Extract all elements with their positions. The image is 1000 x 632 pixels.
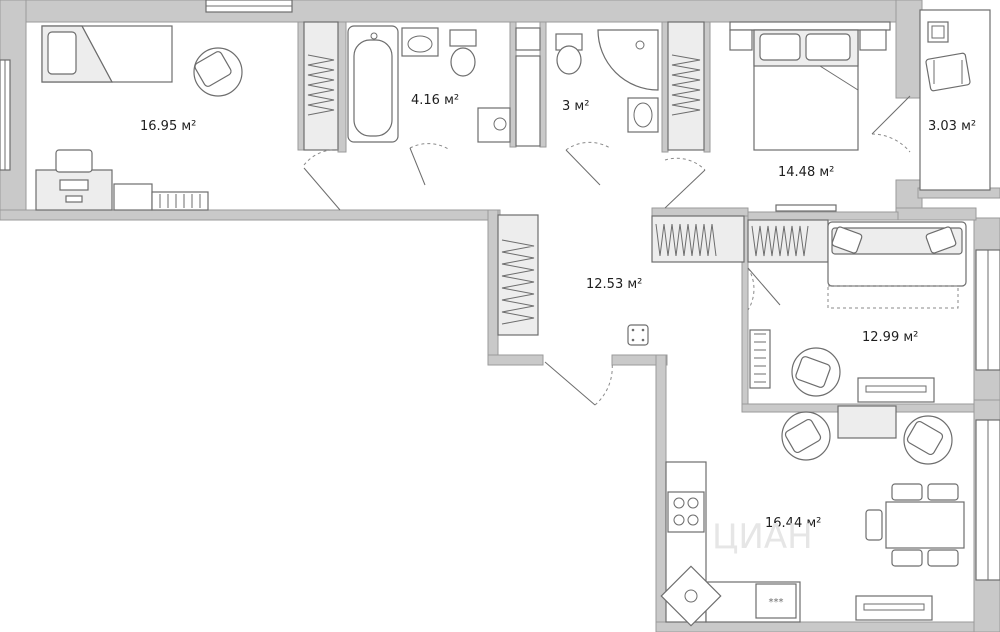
coffee-table-icon	[837, 405, 897, 439]
room-area-label: 4.16 м²	[411, 93, 459, 108]
room-living: 12.99 м²	[749, 221, 967, 403]
room-bedroom-left: 16.95 м²	[35, 25, 243, 211]
wardrobe-icon	[303, 21, 339, 151]
room-kitchen: *** 16.44 м² ЦИАН	[660, 405, 965, 627]
sink-icon	[401, 27, 439, 57]
room-area-label: 3 м²	[562, 99, 589, 114]
tv-icon	[775, 204, 837, 212]
toilet-icon	[555, 33, 583, 75]
bed-icon	[753, 29, 859, 151]
armchair-icon	[781, 411, 831, 461]
stove-icon	[667, 491, 705, 533]
armchair-icon	[193, 47, 243, 97]
room-area-label: 12.99 м²	[862, 330, 918, 345]
wardrobe-icon	[651, 215, 829, 263]
sink-icon	[660, 565, 722, 627]
armchair-icon	[791, 347, 841, 397]
watermark: ЦИАН	[712, 517, 813, 557]
desk-icon	[35, 149, 113, 211]
room-toilet: 3 м²	[555, 29, 659, 133]
bookshelf-icon	[151, 191, 209, 211]
room-area-label: 16.44 м²	[765, 516, 821, 531]
room-area-label: 12.53 м²	[586, 277, 642, 292]
electrical-panel-icon	[927, 21, 949, 43]
doors	[303, 95, 911, 406]
svg-text:***: ***	[769, 597, 784, 608]
toilet-icon	[449, 29, 477, 77]
tv-icon	[855, 595, 933, 621]
utility-shaft-icon	[515, 27, 541, 147]
washing-machine-icon	[477, 107, 511, 143]
sink-icon	[627, 97, 659, 133]
wardrobe-icon	[497, 214, 539, 336]
room-area-label: 3.03 м²	[928, 119, 976, 134]
bathtub-icon	[347, 25, 399, 143]
room-bathroom: 4.16 м²	[347, 25, 511, 143]
armchair-icon	[903, 415, 953, 465]
bookshelf-icon	[749, 329, 771, 389]
room-bedroom-right: 14.48 м²	[729, 29, 887, 212]
room-area-label: 16.95 м²	[140, 119, 196, 134]
socket-icon	[627, 324, 649, 346]
tv-icon	[857, 377, 935, 403]
armchair-icon	[925, 52, 971, 92]
radiator-icon: ***	[755, 583, 797, 619]
room-area-label: 14.48 м²	[778, 165, 834, 180]
nightstand-icon	[859, 29, 887, 51]
dining-table-icon	[865, 483, 965, 567]
nightstand-icon	[729, 29, 753, 51]
cabinet-icon	[113, 183, 153, 211]
room-hall: 12.53 м²	[497, 214, 829, 346]
wardrobe-icon	[667, 21, 705, 151]
room-balcony: 3.03 м²	[925, 21, 976, 134]
sofa-icon	[827, 221, 967, 309]
bed-icon	[41, 25, 173, 83]
shower-icon	[597, 29, 659, 91]
